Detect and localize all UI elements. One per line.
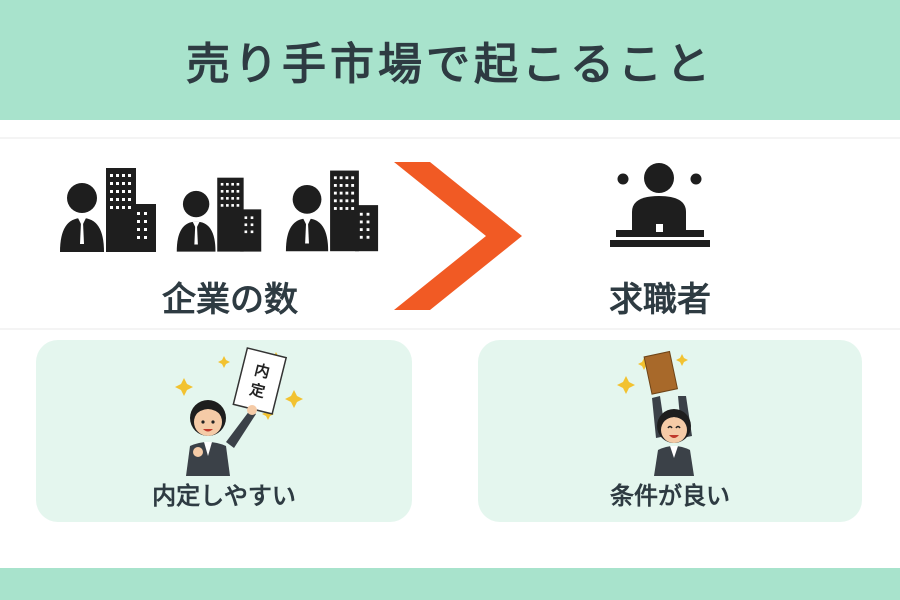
good-conditions-label: 条件が良い	[610, 482, 730, 510]
benefit-card-good-conditions: 条件が良い	[478, 340, 862, 522]
job-seeker-desk-icon	[610, 163, 710, 247]
page-title: 売り手市場で起こること	[186, 39, 714, 90]
divider	[0, 137, 900, 139]
benefit-card-easy-offer: 内 定 内定しやすい	[36, 340, 412, 522]
company-building-icon	[285, 170, 379, 252]
divider	[0, 328, 900, 330]
offer-sign-text-2: 定	[248, 380, 267, 401]
title-band	[0, 0, 900, 120]
offer-sign-text-1: 内	[253, 361, 272, 382]
greater-than-arrow-icon	[394, 162, 522, 310]
easy-offer-label: 内定しやすい	[152, 482, 296, 510]
company-building-icon	[60, 168, 156, 252]
company-building-icon	[176, 177, 262, 252]
woman-holding-offer-icon: 内 定	[175, 347, 303, 476]
company-count-label: 企業の数	[162, 280, 298, 320]
woman-holding-envelope-icon	[617, 350, 694, 476]
job-seeker-label: 求職者	[609, 280, 711, 320]
footer-band	[0, 568, 900, 600]
